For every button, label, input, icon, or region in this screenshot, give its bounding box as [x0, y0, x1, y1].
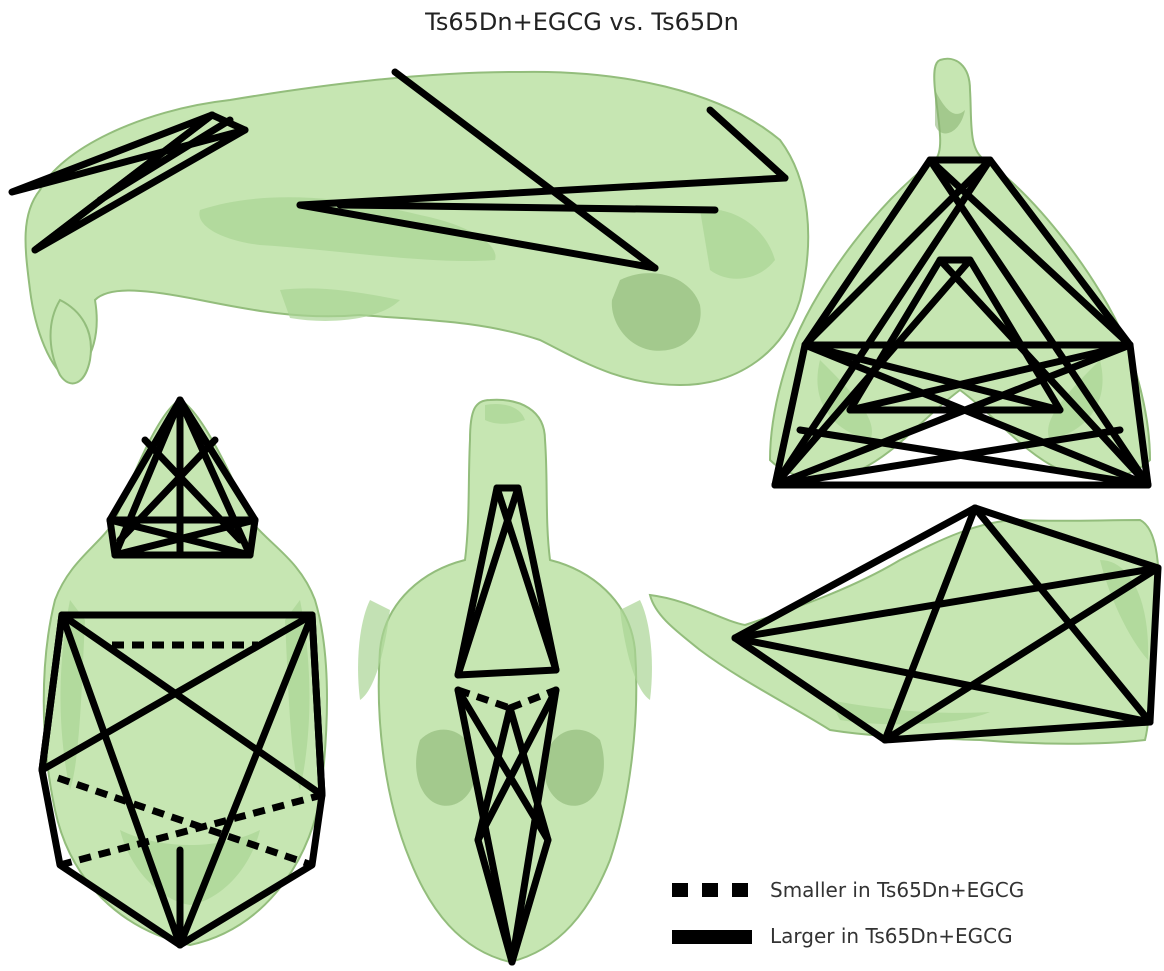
- ventral-skull-view: [358, 400, 652, 962]
- legend-solid-label: Larger in Ts65Dn+EGCG: [770, 924, 1013, 948]
- legend-dashed-label: Smaller in Ts65Dn+EGCG: [770, 878, 1024, 902]
- legend: Smaller in Ts65Dn+EGCG Larger in Ts65Dn+…: [672, 878, 1024, 948]
